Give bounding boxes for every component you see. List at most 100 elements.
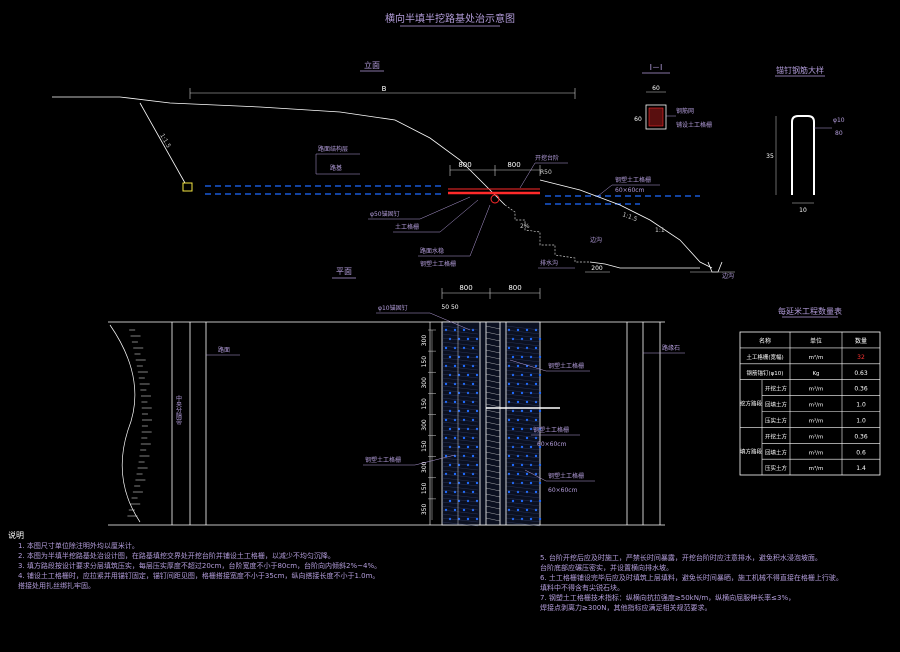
hatch-line <box>441 509 479 515</box>
geogrid-dot-icon <box>520 391 524 395</box>
hatch-line <box>505 465 541 471</box>
geogrid-dot-icon <box>507 472 511 476</box>
hatch-line <box>505 353 541 359</box>
geogrid-dot-icon <box>444 346 448 350</box>
hatch-line <box>441 421 479 427</box>
hatch-line <box>505 385 541 391</box>
geogrid-dot-icon <box>520 355 524 359</box>
section-box <box>645 104 667 130</box>
geogrid-dot-icon <box>457 409 461 413</box>
mat-dim-label: 60×60cm <box>615 187 645 194</box>
bench-steps <box>504 204 590 263</box>
geogrid-dot-icon <box>529 445 533 449</box>
geogrid-dot-icon <box>538 481 542 485</box>
geogrid-a-label: 土工格栅 <box>395 223 419 231</box>
geogrid-dot-icon <box>471 346 475 350</box>
geogrid-dot-icon <box>534 436 538 440</box>
geogrid-dot-icon <box>529 517 533 521</box>
geogrid-dot-icon <box>444 490 448 494</box>
hatch-line <box>441 349 479 355</box>
hatch-line <box>441 489 479 495</box>
geogrid-dot-icon <box>516 364 520 368</box>
geogrid-dot-icon <box>525 490 529 494</box>
geogrid-dot-icon <box>507 436 511 440</box>
sec-dim-w-label: 60 <box>652 85 660 92</box>
table-cell-qty: 1.0 <box>856 402 866 409</box>
geogrid-dot-icon <box>444 400 448 404</box>
hatch-line <box>505 509 541 515</box>
hatch-line <box>441 497 479 503</box>
hatch-line <box>441 457 479 463</box>
hatch-line <box>505 453 541 459</box>
joint-hatch <box>485 463 501 468</box>
table-cell-name: 回填土方 <box>765 448 788 456</box>
hatch-line <box>441 501 479 507</box>
geogrid-dot-icon <box>448 427 452 431</box>
hatch-line <box>441 413 479 419</box>
hatch-line <box>441 345 479 351</box>
joint-hatch <box>485 325 501 330</box>
geogrid-dot-icon <box>507 400 511 404</box>
anchor-dim-h-label: 35 <box>766 153 774 160</box>
joint-hatch <box>485 469 501 474</box>
note-line: 4. 铺设土工格栅时，应拉紧并用锚钉固定，锚钉间距见图，格栅搭接宽度不小于35c… <box>18 572 380 580</box>
cut-ground-line <box>539 179 713 269</box>
dim-b-label: B <box>382 85 387 93</box>
table-header-cell: 名称 <box>759 337 771 345</box>
plan-mesh2-label: 钢塑土工格栅 <box>548 472 584 480</box>
table-cell-qty: 32 <box>857 354 865 361</box>
table-cell-name: 开挖土方 <box>765 432 788 440</box>
joint-hatch <box>485 517 501 522</box>
slope-b-label: 1:1 <box>655 227 665 234</box>
geogrid-dot-icon <box>457 499 461 503</box>
geogrid-dot-icon <box>471 472 475 476</box>
road-layer-label: 路面结构层 <box>318 145 348 153</box>
hatch-line <box>441 469 479 475</box>
geogrid-dot-icon <box>511 499 515 503</box>
hatch-line <box>505 493 541 499</box>
hatch-line <box>505 421 541 427</box>
hatch-line <box>441 417 479 423</box>
spacing-label: 300 <box>421 461 428 473</box>
geogrid-dot-icon <box>538 355 542 359</box>
hatch-line <box>505 521 541 527</box>
hatch-line <box>505 389 541 395</box>
hatch-line <box>441 353 479 359</box>
joint-hatch <box>485 487 501 492</box>
geogrid-dot-icon <box>448 499 452 503</box>
hatch-line <box>505 441 541 447</box>
table-cell-name: 土工格栅(宽幅) <box>746 353 783 361</box>
spacing-label: 300 <box>421 377 428 389</box>
geogrid-dot-icon <box>529 373 533 377</box>
step-label: 开挖台阶 <box>535 154 559 162</box>
geogrid-dot-icon <box>511 355 515 359</box>
geogrid-dot-icon <box>453 436 457 440</box>
hatch-line <box>505 325 541 331</box>
geogrid-dot-icon <box>457 355 461 359</box>
table-header-cell: 单位 <box>810 337 822 345</box>
geogrid-dot-icon <box>507 418 511 422</box>
wall-label: 路面水稳 <box>420 247 444 255</box>
geogrid-dot-icon <box>520 427 524 431</box>
joint-hatch <box>485 331 501 336</box>
hatch-line <box>505 345 541 351</box>
geogrid-dot-icon <box>457 445 461 449</box>
note-line: 填料中不得含有尖锐石块。 <box>540 584 624 592</box>
geogrid-dot-icon <box>471 508 475 512</box>
hatch-line <box>441 517 479 523</box>
geogrid-dot-icon <box>538 391 542 395</box>
geogrid-dot-icon <box>466 517 470 521</box>
hatch-line <box>441 333 479 339</box>
plan-800-left: 800 <box>459 284 472 292</box>
geogrid-dot-icon <box>462 364 466 368</box>
joint-hatch <box>485 493 501 498</box>
geogrid-dot-icon <box>520 481 524 485</box>
geogrid-dot-icon <box>538 445 542 449</box>
joint-hatch <box>485 427 501 432</box>
section-mesh <box>648 107 664 127</box>
hatch-line <box>441 385 479 391</box>
joint-hatch <box>485 457 501 462</box>
table-cell-qty: 1.0 <box>856 418 866 425</box>
